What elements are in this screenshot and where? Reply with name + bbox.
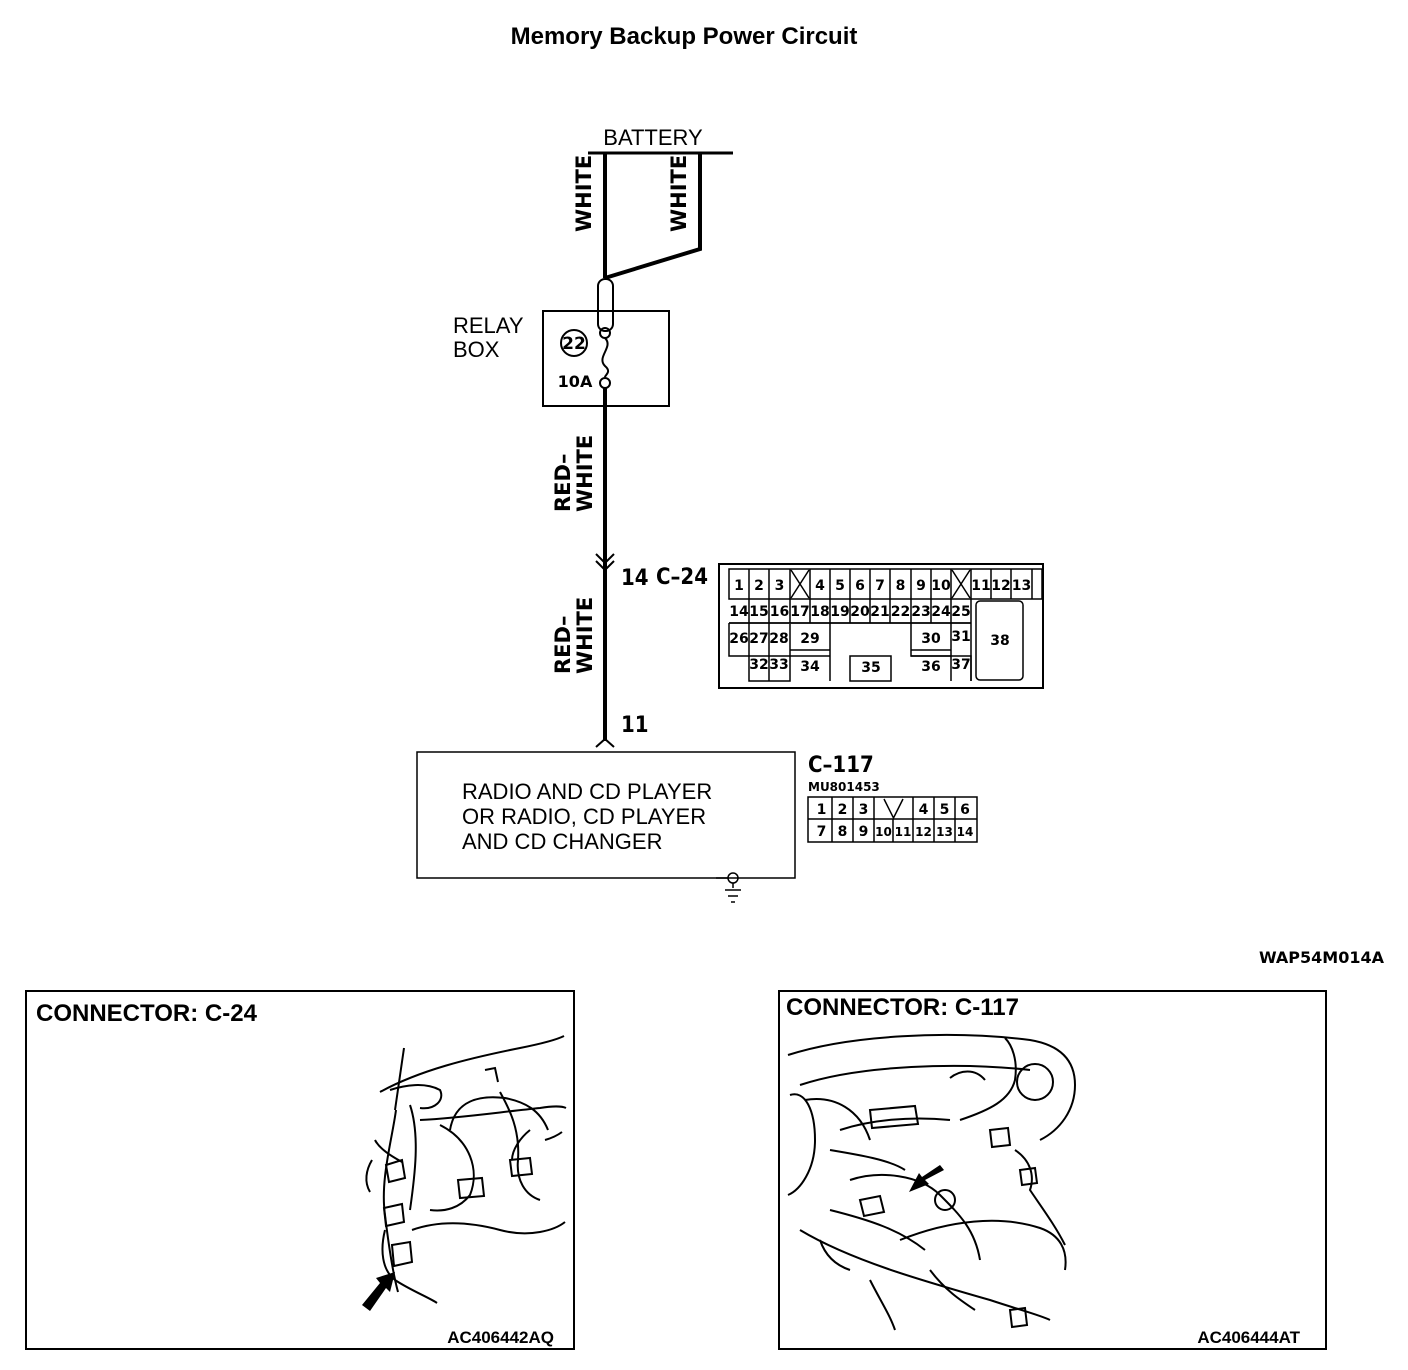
c117-pin: 9 <box>859 824 869 840</box>
c117-pin: 13 <box>936 825 953 839</box>
c117-pin: 3 <box>859 802 869 818</box>
c24-pin: 5 <box>835 578 845 594</box>
c117-panel-ref: AC406444AT <box>1197 1328 1300 1347</box>
c24-pin: 2 <box>754 578 764 594</box>
c24-location-arrow-icon <box>362 1272 395 1311</box>
c24-harness-illustration <box>365 1035 567 1304</box>
c24-pin: 10 <box>931 578 951 594</box>
wire-label-rw1-b: WHITE <box>573 435 597 512</box>
svg-text:30: 30 <box>921 631 941 647</box>
wire-label-white-2: WHITE <box>667 155 691 232</box>
c24-pin: 21 <box>870 604 889 620</box>
c117-harness-illustration <box>787 1034 1077 1331</box>
relay-box-label-1: RELAY <box>453 313 524 338</box>
fuse-terminal-bottom <box>599 377 611 389</box>
c24-pin: 12 <box>991 578 1010 594</box>
fuse-number: 22 <box>562 334 586 354</box>
c24-pin: 7 <box>875 578 885 594</box>
radio-label-1: RADIO AND CD PLAYER <box>462 779 712 804</box>
c24-pin: 1 <box>734 578 744 594</box>
c24-pin: 24 <box>931 604 951 620</box>
battery-label: BATTERY <box>603 125 703 150</box>
radio-label-3: AND CD CHANGER <box>462 829 662 854</box>
c117-label: C–117 <box>808 753 874 778</box>
c117-pin: 12 <box>915 825 932 839</box>
c24-pin: 6 <box>855 578 865 594</box>
c24-pin: 14 <box>729 604 749 620</box>
radio-connector-mark <box>595 737 615 748</box>
c117-pin: 8 <box>838 824 848 840</box>
c117-pin: 7 <box>817 824 827 840</box>
c24-pin: 8 <box>896 578 906 594</box>
svg-text:28: 28 <box>769 631 788 647</box>
c24-panel-ref: AC406442AQ <box>447 1328 554 1347</box>
c24-label: C–24 <box>656 565 708 590</box>
fuse-number-circle <box>560 329 588 357</box>
c24-pin: 11 <box>971 578 990 594</box>
c24-pin: 22 <box>891 604 910 620</box>
c117-pin: 14 <box>957 825 974 839</box>
svg-text:37: 37 <box>951 657 970 673</box>
wire-label-white-1: WHITE <box>572 155 596 232</box>
fuse-terminal-top <box>599 327 611 339</box>
connector-c117-panel: CONNECTOR: C-117 AC406444AT <box>778 990 1327 1350</box>
c24-pin: 25 <box>951 604 970 620</box>
fuse-element <box>601 337 610 378</box>
wire-label-rw2-b: WHITE <box>573 597 597 674</box>
c24-pin: 23 <box>911 604 930 620</box>
c24-pin: 3 <box>775 578 785 594</box>
fuse-rating: 10A <box>558 372 593 391</box>
wire-label-rw1-a: RED– <box>551 454 575 512</box>
c24-panel-title: CONNECTOR: C-24 <box>36 1000 258 1027</box>
c24-pin: 15 <box>749 604 768 620</box>
c117-panel-title: CONNECTOR: C-117 <box>786 994 1019 1021</box>
c24-pin: 18 <box>810 604 829 620</box>
radio-pin-number: 11 <box>621 713 649 738</box>
c117-part-number: MU801453 <box>808 780 880 794</box>
svg-text:34: 34 <box>800 659 820 675</box>
c117-pin: 10 <box>875 825 892 839</box>
c24-pin: 4 <box>815 578 825 594</box>
diagram-title: Memory Backup Power Circuit <box>511 23 858 50</box>
svg-text:32: 32 <box>749 657 768 673</box>
c117-pin: 2 <box>838 802 848 818</box>
c24-pin: 16 <box>770 604 789 620</box>
connector-mark-lower <box>595 560 615 572</box>
svg-text:31: 31 <box>951 629 970 645</box>
radio-label-2: OR RADIO, CD PLAYER <box>462 804 706 829</box>
ground-icon <box>716 872 741 903</box>
c117-pin: 4 <box>919 802 929 818</box>
svg-text:35: 35 <box>861 660 880 676</box>
diagram-code: WAP54M014A <box>1259 948 1385 967</box>
radio-unit-box <box>416 751 796 879</box>
svg-text:27: 27 <box>749 631 768 647</box>
wire-white-2 <box>604 153 702 280</box>
relay-box-label-2: BOX <box>453 337 500 362</box>
c117-pin: 6 <box>960 802 970 818</box>
c117-location-arrow-icon <box>909 1165 944 1192</box>
svg-text:36: 36 <box>921 659 940 675</box>
connector-c24-panel: CONNECTOR: C-24 AC406442AQ <box>25 990 575 1350</box>
connector-mark-upper <box>595 553 615 565</box>
c24-pin: 17 <box>790 604 809 620</box>
c24-pin: 19 <box>830 604 849 620</box>
wire-label-rw2-a: RED– <box>551 616 575 674</box>
c24-pin: 13 <box>1012 578 1031 594</box>
c117-pin: 5 <box>940 802 950 818</box>
c24-pin: 9 <box>916 578 926 594</box>
fusible-link <box>597 278 614 332</box>
svg-text:33: 33 <box>769 657 788 673</box>
c24-pin-number: 14 <box>621 566 649 591</box>
svg-text:26: 26 <box>729 631 748 647</box>
c117-pin: 11 <box>895 825 912 839</box>
c24-pin: 20 <box>850 604 870 620</box>
svg-text:38: 38 <box>990 633 1009 649</box>
svg-text:29: 29 <box>800 631 819 647</box>
c117-pin: 1 <box>817 802 827 818</box>
